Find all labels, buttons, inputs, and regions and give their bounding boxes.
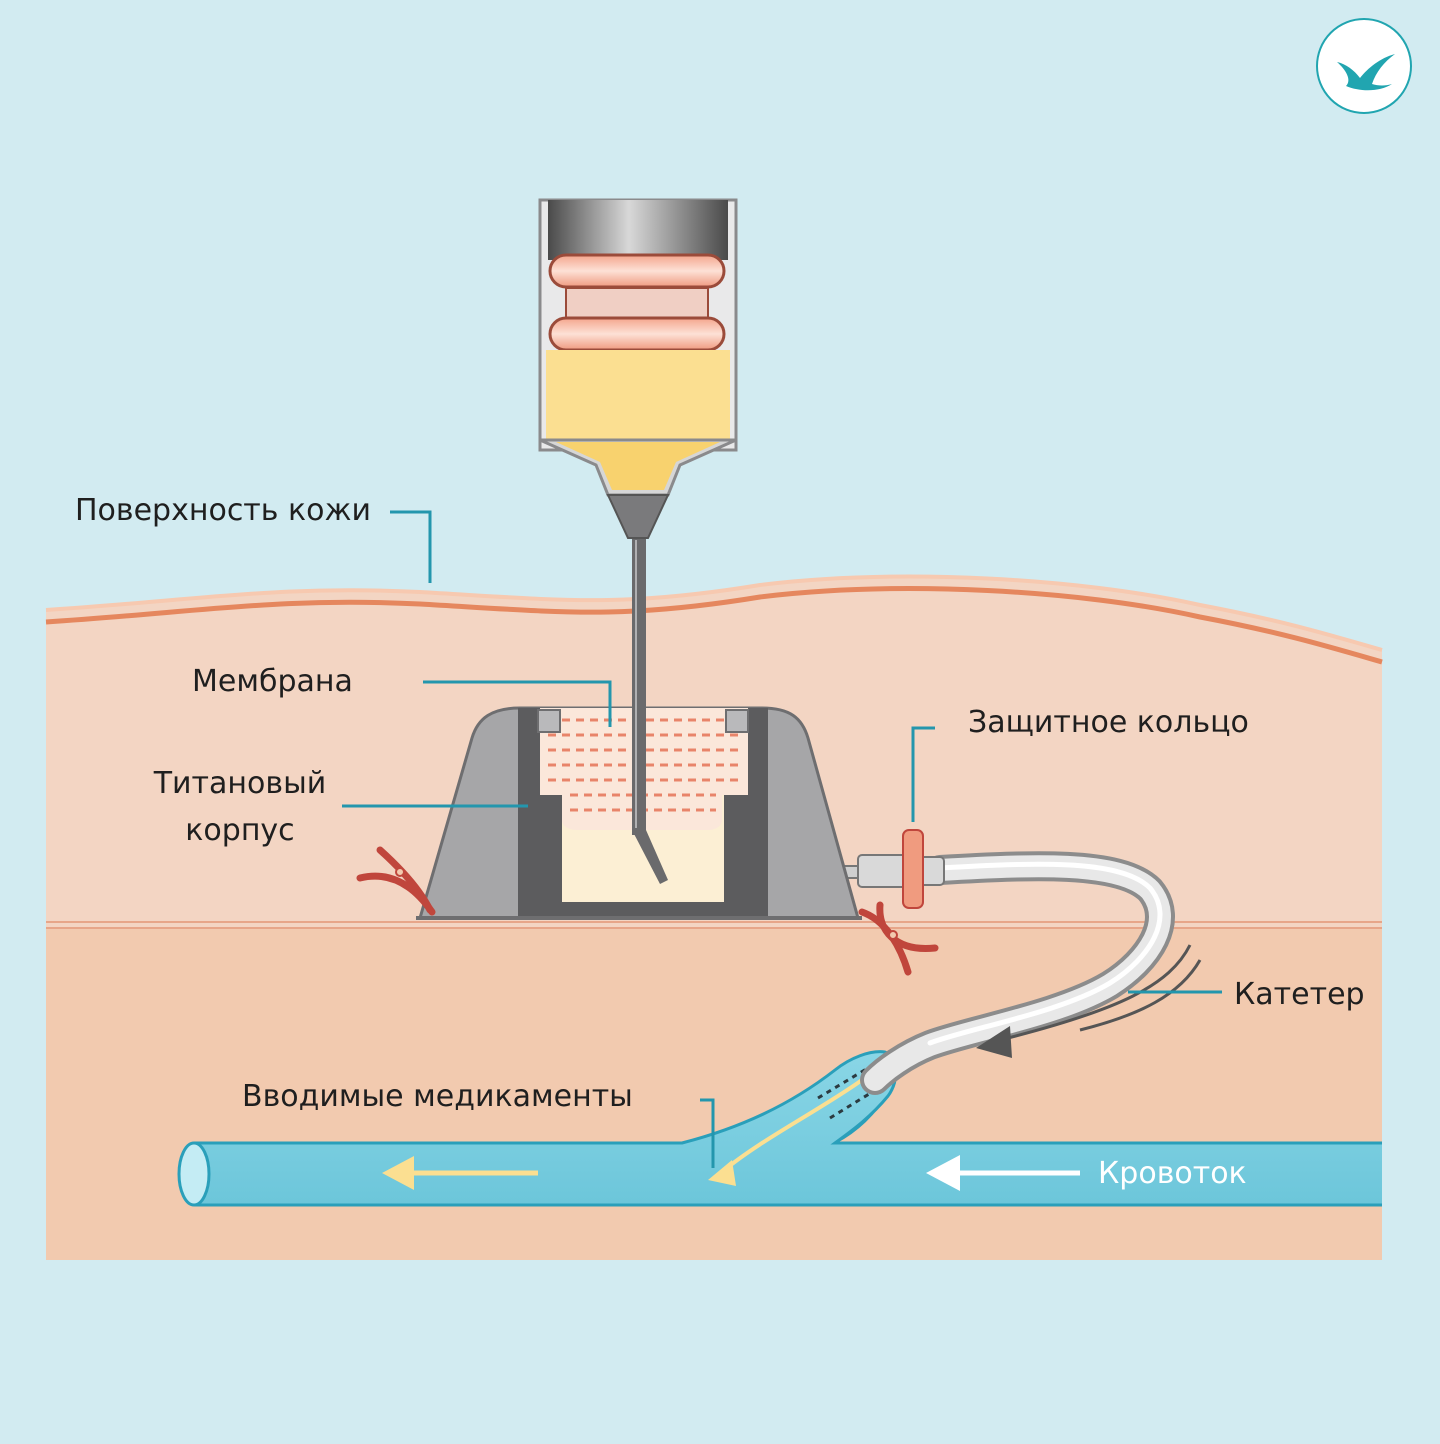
needle-hub bbox=[606, 494, 670, 539]
titanium-body-label: Титановый корпус bbox=[148, 761, 332, 854]
medication-curve bbox=[720, 1078, 864, 1174]
medication-arrowhead bbox=[382, 1156, 414, 1190]
medication-fluid bbox=[546, 350, 730, 440]
catheter-motion-line-1 bbox=[999, 944, 1192, 1042]
connector-hub bbox=[857, 854, 907, 888]
leader-protective-ring bbox=[911, 726, 935, 822]
leader-injected-drugs bbox=[700, 1098, 715, 1168]
catheter-label: Катетер bbox=[1234, 977, 1365, 1012]
septum-clip-left bbox=[537, 709, 561, 733]
vessel-opening bbox=[177, 1141, 211, 1207]
plunger-rod bbox=[548, 200, 728, 260]
plunger-seal-top bbox=[548, 253, 726, 289]
skin-surface-label: Поверхность кожи bbox=[75, 493, 372, 528]
medication-arrowhead-small bbox=[708, 1160, 736, 1186]
septum-clip-right bbox=[725, 709, 749, 733]
protective-ring-label: Защитное кольцо bbox=[968, 705, 1249, 740]
needle-shaft bbox=[632, 535, 646, 835]
catheter-motion-line-2 bbox=[1079, 959, 1202, 1032]
injected-drugs-label: Вводимые медикаменты bbox=[242, 1079, 633, 1114]
blood-flow-arrow bbox=[926, 1155, 1080, 1191]
catheter bbox=[860, 851, 1202, 1095]
skin-surface-line bbox=[45, 586, 1383, 665]
leader-lines bbox=[342, 510, 1222, 1168]
titanium-body-label-line2: корпус bbox=[185, 812, 295, 848]
catheter-motion-arrowhead bbox=[976, 1026, 1012, 1058]
medication-flow bbox=[382, 1078, 864, 1190]
leader-skin-surface bbox=[390, 510, 432, 583]
bird-logo-icon bbox=[1316, 18, 1412, 114]
syringe bbox=[538, 198, 738, 539]
plunger-seal-middle bbox=[565, 287, 709, 319]
blood-flow-arrowhead bbox=[926, 1155, 960, 1191]
vessel-outline bbox=[194, 1050, 1382, 1207]
blood-flow-label: Кровоток bbox=[1098, 1156, 1247, 1191]
protective-ring-shape bbox=[902, 829, 924, 909]
titanium-body-label-line1: Титановый bbox=[153, 766, 327, 801]
suture-left bbox=[356, 846, 436, 916]
needle-bend bbox=[632, 830, 668, 884]
needle bbox=[632, 535, 668, 884]
nozzle-fluid bbox=[556, 442, 720, 490]
membrane-label: Мембрана bbox=[192, 664, 353, 699]
plunger-seal-bottom bbox=[548, 316, 726, 352]
leader-membrane bbox=[423, 680, 612, 727]
skin-surface-highlight bbox=[45, 574, 1383, 652]
catheter-tube-shine bbox=[927, 861, 1163, 1046]
suture-right bbox=[858, 901, 939, 976]
